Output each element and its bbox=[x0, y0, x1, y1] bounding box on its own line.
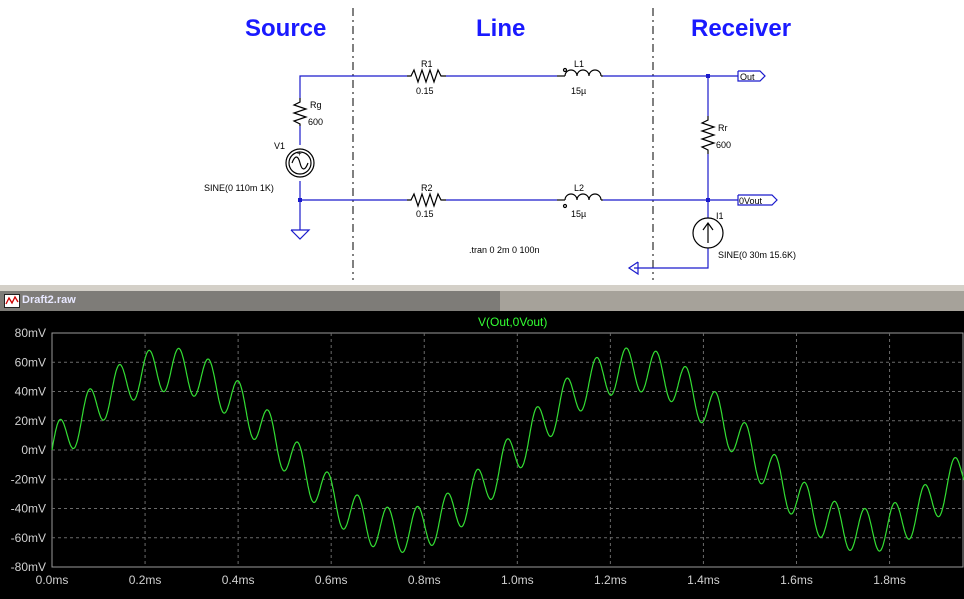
x-tick-label: 0.0ms bbox=[36, 573, 69, 587]
net-label-0vout-text: 0Vout bbox=[739, 196, 763, 206]
rg-name: Rg bbox=[310, 100, 322, 110]
resistor-r2[interactable]: R2 0.15 bbox=[407, 183, 446, 219]
x-tick-label: 1.8ms bbox=[873, 573, 906, 587]
v1-value: SINE(0 110m 1K) bbox=[204, 183, 274, 193]
plot-window[interactable]: Draft2.raw V(Out,0Vout) 80mV 60mV 40mV 20mV… bbox=[0, 291, 964, 599]
resistor-r1[interactable]: R1 0.15 bbox=[407, 59, 446, 96]
rg-value: 600 bbox=[308, 117, 323, 127]
l1-dot bbox=[562, 67, 568, 73]
y-tick-label: -20mV bbox=[11, 472, 46, 486]
l1-name: L1 bbox=[574, 59, 584, 69]
l1-value: 15µ bbox=[571, 86, 586, 96]
junction-dot bbox=[298, 198, 302, 202]
inductor-l2[interactable]: L2 15µ bbox=[557, 183, 603, 219]
voltage-source-v1[interactable]: + V1 SINE(0 110m 1K) bbox=[204, 141, 315, 193]
y-axis-ticks: 80mV 60mV 40mV 20mV 0mV -20mV -40mV -60mV -80mV bbox=[11, 326, 46, 574]
waveform-icon bbox=[4, 294, 20, 308]
waveform-plot[interactable]: V(Out,0Vout) 80mV 60mV 40mV 20mV 0mV -20mV -40… bbox=[0, 311, 964, 599]
x-tick-label: 0.6ms bbox=[315, 573, 348, 587]
spice-directive[interactable]: .tran 0 2m 0 100n bbox=[469, 245, 540, 255]
current-source-i1[interactable]: I1 SINE(0 30m 15.6K) bbox=[692, 211, 796, 260]
i1-name: I1 bbox=[716, 211, 724, 221]
x-tick-label: 0.4ms bbox=[222, 573, 255, 587]
x-tick-label: 1.4ms bbox=[687, 573, 720, 587]
ground-symbol bbox=[290, 229, 311, 240]
section-title-line: Line bbox=[476, 15, 525, 42]
rr-name: Rr bbox=[718, 123, 728, 133]
l2-dot bbox=[562, 203, 568, 209]
x-tick-label: 0.8ms bbox=[408, 573, 441, 587]
rr-value: 600 bbox=[716, 140, 731, 150]
v1-name: V1 bbox=[274, 141, 285, 151]
net-label-out[interactable]: Out bbox=[737, 70, 766, 82]
r2-name: R2 bbox=[421, 183, 433, 193]
junction-dot bbox=[706, 198, 710, 202]
plot-grid bbox=[51, 332, 964, 568]
trace-label[interactable]: V(Out,0Vout) bbox=[478, 315, 547, 329]
resistor-rr[interactable]: Rr 600 bbox=[700, 116, 731, 154]
x-tick-label: 0.2ms bbox=[129, 573, 162, 587]
schematic-canvas[interactable]: Source Line Receiver Rg 600 + V1 SINE(0 … bbox=[0, 0, 964, 285]
section-title-source: Source bbox=[245, 15, 326, 42]
y-tick-label: -80mV bbox=[11, 560, 46, 574]
net-label-0vout[interactable]: 0Vout bbox=[737, 194, 778, 206]
y-tick-label: 80mV bbox=[15, 326, 46, 340]
return-arrow-flag bbox=[627, 261, 639, 276]
section-title-receiver: Receiver bbox=[691, 15, 791, 42]
y-tick-label: -40mV bbox=[11, 502, 46, 516]
y-tick-label: 60mV bbox=[15, 355, 46, 369]
v1-plus-sign: + bbox=[297, 149, 302, 158]
resistor-rg[interactable]: Rg 600 bbox=[292, 98, 323, 127]
i1-value: SINE(0 30m 15.6K) bbox=[718, 250, 796, 260]
r2-value: 0.15 bbox=[416, 209, 434, 219]
wires[interactable] bbox=[299, 75, 738, 269]
y-tick-label: 0mV bbox=[21, 443, 46, 457]
plot-window-title: Draft2.raw bbox=[22, 294, 76, 306]
x-axis-ticks: 0.0ms 0.2ms 0.4ms 0.6ms 0.8ms 1.0ms 1.2ms 1.4ms… bbox=[36, 573, 906, 587]
x-tick-label: 1.0ms bbox=[501, 573, 534, 587]
titlebar-active-region bbox=[0, 291, 500, 311]
x-tick-label: 1.6ms bbox=[780, 573, 813, 587]
net-label-out-text: Out bbox=[740, 72, 755, 82]
l2-value: 15µ bbox=[571, 209, 586, 219]
y-tick-label: 20mV bbox=[15, 414, 46, 428]
y-tick-label: -60mV bbox=[11, 531, 46, 545]
l2-name: L2 bbox=[574, 183, 584, 193]
trace-v-out-0vout[interactable] bbox=[51, 347, 964, 554]
plot-window-titlebar[interactable]: Draft2.raw bbox=[0, 291, 964, 311]
inductor-l1[interactable]: L1 15µ bbox=[557, 59, 603, 96]
r1-value: 0.15 bbox=[416, 86, 434, 96]
x-tick-label: 1.2ms bbox=[594, 573, 627, 587]
y-tick-label: 40mV bbox=[15, 385, 46, 399]
r1-name: R1 bbox=[421, 59, 433, 69]
junction-dot bbox=[706, 74, 710, 78]
